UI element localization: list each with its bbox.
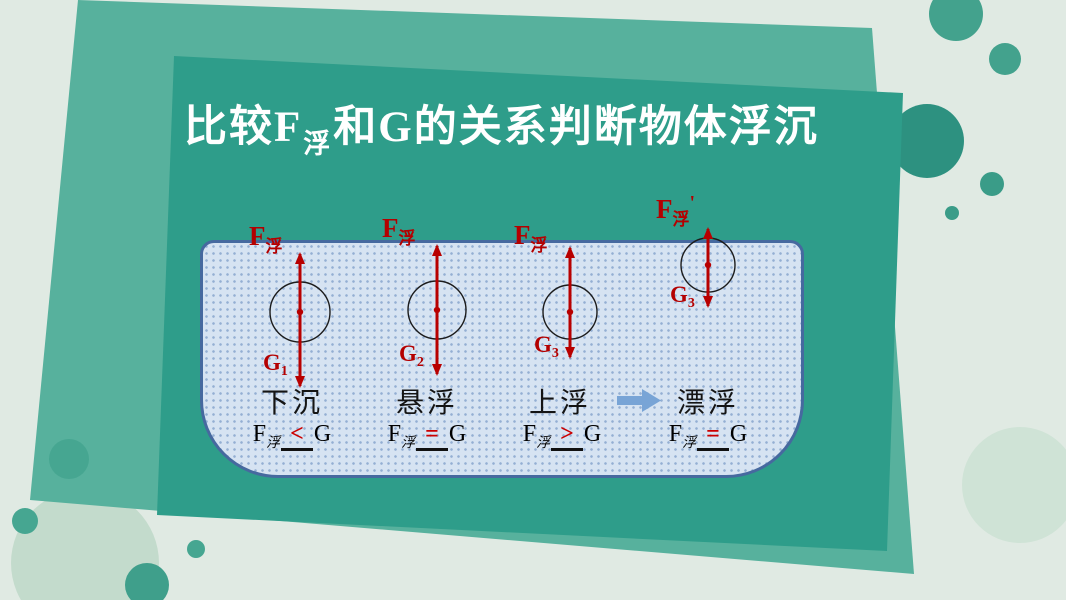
buoyant-force-label-2: F浮 [382, 211, 416, 249]
formula-g: G [583, 421, 602, 447]
title-part1: 比较F [184, 104, 303, 151]
weight-symbol: G [263, 350, 281, 375]
decor-circle [980, 172, 1004, 196]
weight-subscript: 2 [416, 355, 424, 370]
formula-operator: = [416, 421, 448, 452]
title-part2: 和G的关系判断物体浮沉 [333, 104, 819, 151]
force-symbol: F [249, 221, 266, 251]
decor-circle [125, 563, 169, 600]
weight-subscript: 3 [551, 346, 559, 361]
decor-circle [890, 104, 964, 178]
formula-f: F [252, 421, 267, 447]
formula-f: F [522, 421, 537, 447]
decor-circle [11, 489, 159, 600]
force-subscript: 浮 [530, 236, 548, 255]
force-symbol: F [514, 220, 531, 250]
formula-f-subscript: 浮 [401, 436, 416, 451]
state-label-rise: 上浮 [528, 388, 591, 419]
weight-symbol: G [399, 341, 417, 366]
gravity-label-1: G1 [263, 351, 288, 379]
weight-subscript: 1 [280, 364, 288, 379]
gravity-label-3: G3 [534, 333, 559, 361]
formula-f-subscript: 浮 [536, 436, 551, 451]
formula-g: G [448, 421, 467, 447]
decor-circle [49, 439, 89, 479]
weight-symbol: G [670, 282, 688, 307]
gravity-label-2: G2 [399, 342, 424, 370]
force-symbol: F [656, 194, 673, 224]
formula-2: F浮=G [357, 421, 497, 452]
title-subscript: 浮 [303, 129, 333, 159]
formula-operator: > [551, 421, 583, 452]
force-subscript: 浮 [398, 229, 416, 248]
decor-circle [929, 0, 983, 41]
formula-3: F浮>G [492, 421, 632, 452]
gravity-label-4: G3 [670, 283, 695, 311]
formula-f: F [387, 421, 402, 447]
formula-operator: < [281, 421, 313, 452]
force-subscript: 浮 [265, 237, 283, 256]
formula-f: F [668, 421, 683, 447]
decor-circle [12, 508, 38, 534]
force-subscript: 浮 [672, 210, 690, 229]
weight-symbol: G [534, 332, 552, 357]
state-label-suspend: 悬浮 [395, 388, 458, 419]
decor-circle [187, 540, 205, 558]
decor-circle [962, 427, 1066, 543]
decor-circle [945, 206, 959, 220]
formula-g: G [729, 421, 748, 447]
state-label-sink: 下沉 [260, 388, 323, 419]
formula-f-subscript: 浮 [682, 436, 697, 451]
weight-subscript: 3 [687, 296, 695, 311]
decor-circle [989, 43, 1021, 75]
force-symbol: F [382, 213, 399, 243]
formula-g: G [313, 421, 332, 447]
buoyant-force-label-3: F浮 [514, 218, 548, 256]
state-label-float: 漂浮 [676, 388, 739, 419]
buoyant-force-label-1: F浮 [249, 219, 283, 257]
formula-operator: = [697, 421, 729, 452]
buoyant-force-label-4: F浮' [656, 192, 695, 230]
force-prime: ' [689, 192, 696, 214]
formula-f-subscript: 浮 [266, 436, 281, 451]
slide-title: 比较F浮和G的关系判断物体浮沉 [184, 92, 819, 161]
formula-1: F浮<G [222, 421, 362, 452]
formula-4: F浮=G [638, 421, 778, 452]
